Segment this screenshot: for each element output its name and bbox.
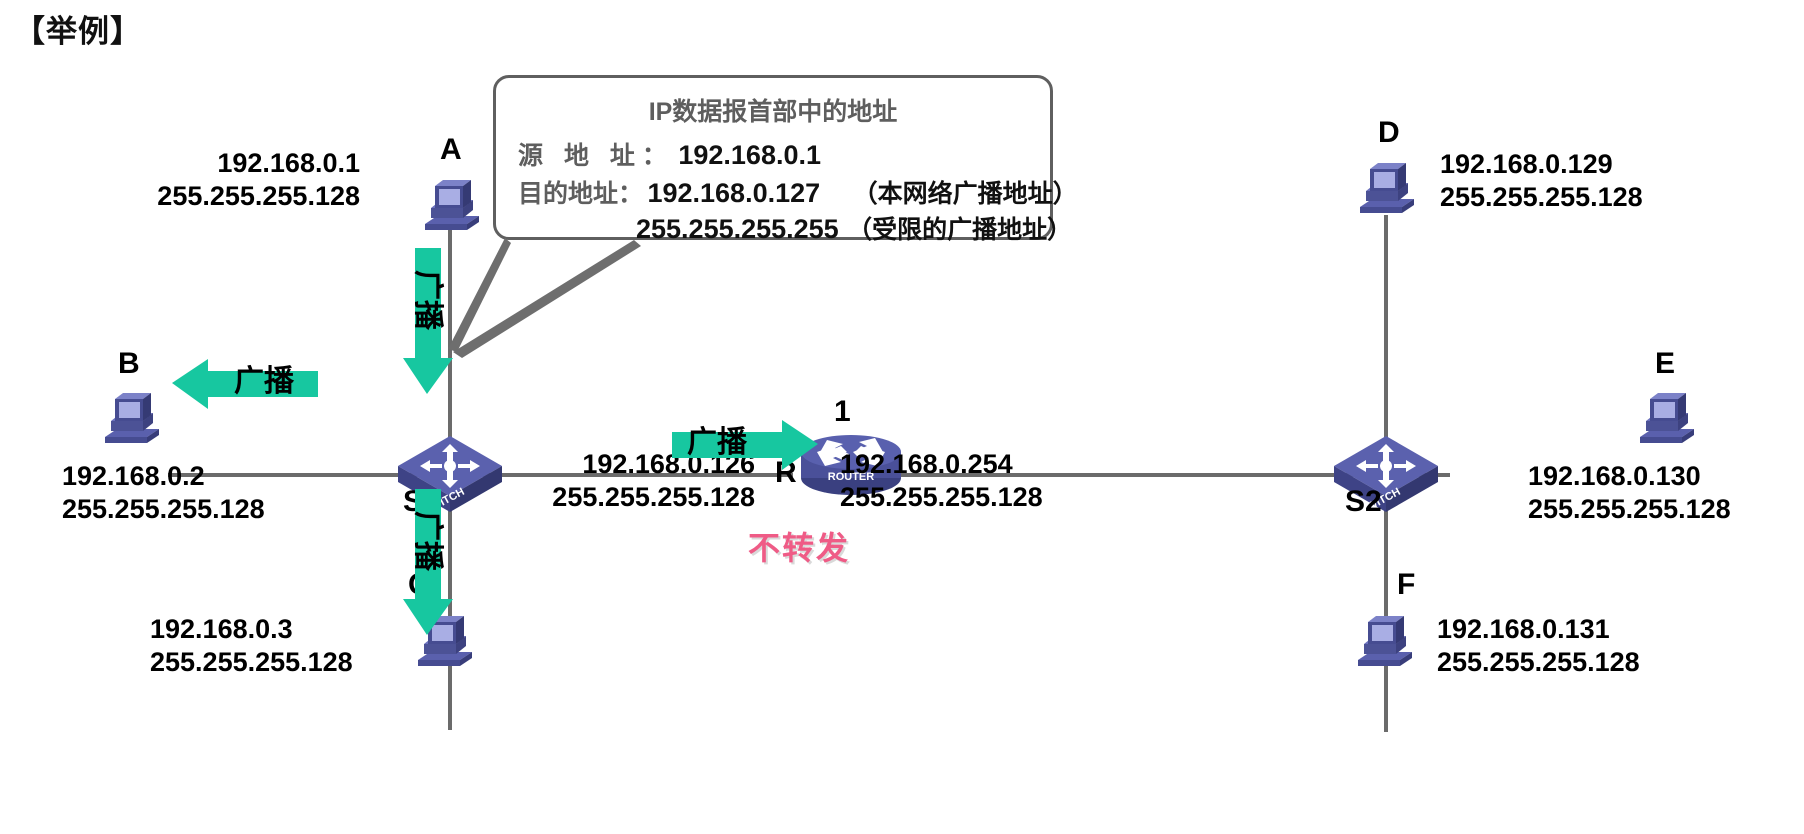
broadcast-tag-to-a: 广播 <box>398 248 456 394</box>
link-s2-to-f <box>1384 470 1388 732</box>
host-ip-f: 192.168.0.131 <box>1437 614 1610 644</box>
link-s2-to-e <box>1205 473 1450 477</box>
host-label-b: B <box>118 347 140 380</box>
link-a-to-s1 <box>448 228 452 478</box>
host-label-e: E <box>1655 347 1676 380</box>
router-right-mask: 255.255.255.128 <box>840 481 1043 512</box>
page-title: 【举例】 <box>14 14 142 49</box>
callout-source-label: 源 地 址： <box>518 142 674 170</box>
host-address-b: 192.168.0.2 255.255.255.128 <box>62 460 265 526</box>
host-icon-c <box>408 608 478 672</box>
callout-destination-note: （本网络广播地址） <box>852 180 1078 208</box>
callout-limited-value: 255.255.255.255 <box>636 214 839 244</box>
host-icon-f <box>1348 608 1418 672</box>
host-mask-c: 255.255.255.128 <box>150 646 353 677</box>
link-router-to-s2 <box>860 473 1205 477</box>
host-label-a: A <box>440 133 462 166</box>
host-address-c: 192.168.0.3 255.255.255.128 <box>150 613 353 679</box>
no-forward-stamp: 不转发 <box>748 530 851 566</box>
host-address-d: 192.168.0.129 255.255.255.128 <box>1440 148 1643 214</box>
router-right-address: 192.168.0.254 255.255.255.128 <box>840 448 1043 514</box>
ip-header-callout: IP数据报首部中的地址 源 地 址： 192.168.0.1 目的地址： 192… <box>493 75 1078 244</box>
switch-icon-s2: SWITCH <box>1330 432 1442 518</box>
host-icon-d <box>1350 155 1420 219</box>
router-label: R <box>775 456 797 489</box>
broadcast-tag-to-a-label: 广播 <box>411 270 444 330</box>
router-left-address: 192.168.0.126 255.255.255.128 <box>545 448 755 514</box>
callout-source-value: 192.168.0.1 <box>678 140 821 170</box>
link-s1-to-router <box>393 473 793 477</box>
host-ip-b: 192.168.0.2 <box>62 461 205 491</box>
host-ip-c: 192.168.0.3 <box>150 614 293 644</box>
host-icon-e <box>1630 385 1700 449</box>
host-icon-b <box>95 385 165 449</box>
callout-destination-value: 192.168.0.127 <box>647 178 821 208</box>
callout-row-limited: 255.255.255.255 （受限的广播地址） <box>636 210 1072 246</box>
router-icon: ROUTER <box>797 418 905 502</box>
host-mask-a: 255.255.255.128 <box>157 180 360 211</box>
router-right-ip: 192.168.0.254 <box>840 449 1013 479</box>
host-address-f: 192.168.0.131 255.255.255.128 <box>1437 613 1640 679</box>
host-ip-a: 192.168.0.1 <box>217 148 360 178</box>
router-interface-number: 1 <box>834 395 851 428</box>
broadcast-tag-to-router-label: 广播 <box>687 426 747 459</box>
callout-title: IP数据报首部中的地址 <box>648 98 898 126</box>
host-label-f: F <box>1397 568 1416 601</box>
broadcast-tag-to-c-label: 广播 <box>411 511 444 571</box>
host-mask-e: 255.255.255.128 <box>1528 493 1731 524</box>
switch-label-s2: S2 <box>1345 485 1382 518</box>
host-icon-a <box>415 172 485 236</box>
callout-limited-note: （受限的广播地址） <box>847 216 1073 244</box>
link-s1-to-b <box>168 473 393 477</box>
host-mask-f: 255.255.255.128 <box>1437 646 1640 677</box>
broadcast-tag-to-b-label: 广播 <box>234 365 294 398</box>
host-label-d: D <box>1378 116 1400 149</box>
host-mask-d: 255.255.255.128 <box>1440 181 1643 212</box>
broadcast-tag-to-b: 广播 <box>172 354 318 412</box>
link-d-to-s2 <box>1384 215 1388 477</box>
router-left-mask: 255.255.255.128 <box>552 481 755 512</box>
callout-row-destination: 目的地址： 192.168.0.127 （本网络广播地址） <box>518 174 1078 210</box>
host-ip-d: 192.168.0.129 <box>1440 149 1613 179</box>
host-ip-e: 192.168.0.130 <box>1528 461 1701 491</box>
host-address-e: 192.168.0.130 255.255.255.128 <box>1528 460 1731 526</box>
host-address-a: 192.168.0.1 255.255.255.128 <box>130 147 360 213</box>
broadcast-tag-to-router: 广播 <box>672 415 818 473</box>
callout-row-source: 源 地 址： 192.168.0.1 <box>518 136 821 172</box>
router-caption: ROUTER <box>828 471 875 483</box>
host-mask-b: 255.255.255.128 <box>62 493 265 524</box>
broadcast-tag-to-c: 广播 <box>398 489 456 635</box>
callout-destination-label: 目的地址： <box>518 180 644 208</box>
